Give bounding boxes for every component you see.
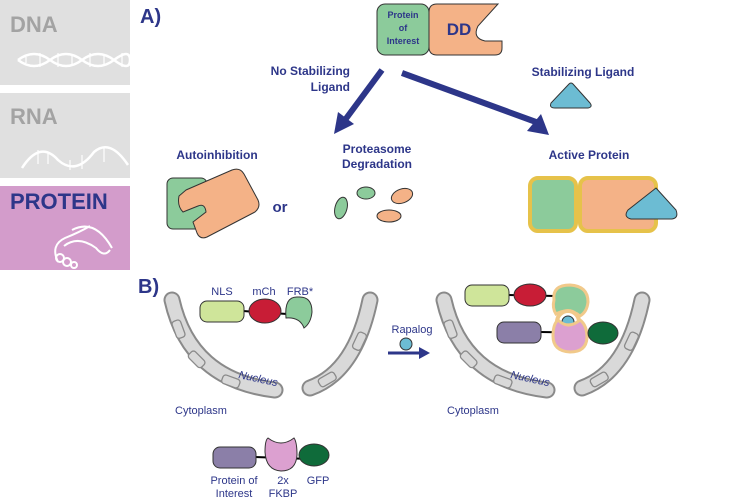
- rna-strand-icon: [20, 146, 130, 170]
- active-protein-label: Active Protein: [549, 148, 630, 162]
- panel-a-label: A): [140, 6, 161, 28]
- rapalog-arrow: [388, 347, 430, 359]
- cytoplasm-label: Cytoplasm: [447, 405, 499, 417]
- sidebar-item-label: PROTEIN: [10, 189, 108, 214]
- nls-mcherry-frb-construct: [199, 296, 313, 329]
- poi-label: Protein: [387, 10, 418, 20]
- sidebar-item-protein[interactable]: PROTEIN: [0, 186, 130, 270]
- poi-label: of: [399, 23, 408, 33]
- dd-label: DD: [447, 20, 472, 39]
- sidebar-item-label: RNA: [10, 104, 58, 129]
- degradation-label: Proteasome: [343, 142, 412, 156]
- nls-label: NLS: [211, 286, 232, 298]
- frb-label: FRB*: [287, 286, 314, 298]
- nuclear-membrane-left: [163, 291, 379, 399]
- arrow-ligand: [400, 70, 549, 135]
- active-protein: [528, 176, 678, 233]
- nuclear-membrane-right: [435, 291, 651, 399]
- dimerized-complex: [464, 283, 619, 354]
- dna-helix-icon: [17, 52, 132, 68]
- panel-a: A) Protein of Interest DD No Stabilizing…: [140, 3, 678, 239]
- fkbp-label: 2x: [277, 475, 289, 487]
- mch-label: mCh: [252, 286, 275, 298]
- poi-label: Interest: [387, 36, 420, 46]
- no-ligand-label: Ligand: [311, 80, 350, 94]
- destabilizing-domain: [428, 3, 503, 56]
- degradation-label: Degradation: [342, 157, 412, 171]
- panel-b: B) Nucleus Nucleus Cytoplasm Cytopla: [138, 276, 651, 498]
- no-ligand-label: No Stabilizing: [271, 64, 350, 78]
- fusion-construct: Protein of Interest DD: [376, 3, 503, 56]
- gfp-label: GFP: [307, 475, 330, 487]
- sidebar-item-dna[interactable]: DNA: [0, 0, 132, 85]
- poi-label: Protein of: [210, 475, 258, 487]
- fkbp-label: FKBP: [269, 488, 298, 498]
- sidebar-item-label: DNA: [10, 12, 58, 37]
- degraded-fragments: [334, 186, 414, 223]
- protein-ribbon-icon: [54, 225, 113, 269]
- rapalog-label: Rapalog: [392, 324, 433, 336]
- cytoplasm-label: Cytoplasm: [175, 405, 227, 417]
- ligand-label: Stabilizing Ligand: [532, 65, 635, 79]
- sidebar-item-rna[interactable]: RNA: [0, 93, 130, 178]
- ligand-triangle: [550, 82, 592, 109]
- arrow-no-ligand: [334, 68, 385, 134]
- or-label: or: [273, 199, 288, 216]
- poi-label: Interest: [216, 488, 253, 498]
- sidebar: DNA RNA PROTEIN: [0, 0, 132, 270]
- panel-b-label: B): [138, 276, 159, 298]
- rapalog-molecule: [399, 337, 413, 351]
- autoinhibited-protein: [166, 168, 260, 239]
- poi-fkbp-gfp-construct: [212, 437, 330, 472]
- autoinhibition-label: Autoinhibition: [176, 148, 257, 162]
